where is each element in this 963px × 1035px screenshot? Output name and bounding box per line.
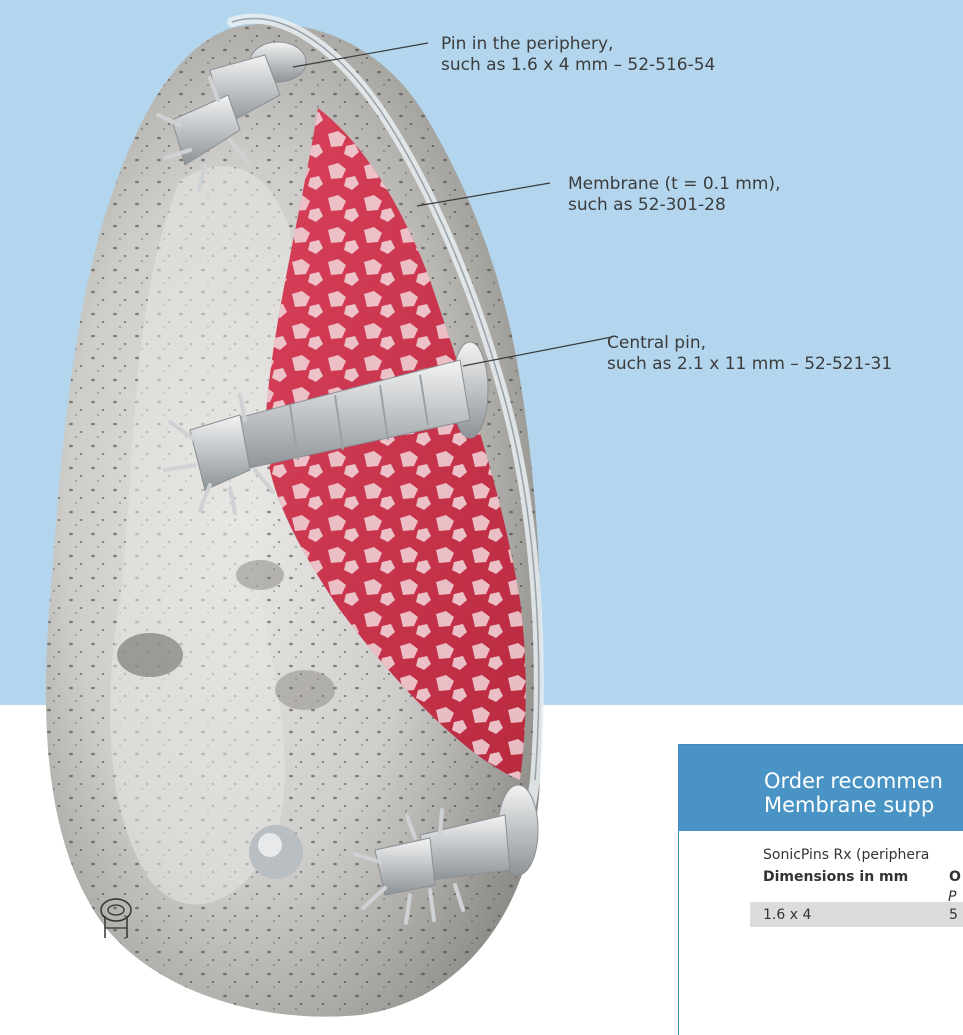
label-membrane-line2: such as 52-301-28 bbox=[568, 195, 726, 216]
table-cell-code: 5 bbox=[949, 906, 958, 924]
column-header-dimensions: Dimensions in mm bbox=[763, 868, 908, 886]
order-title-line2: Membrane supp bbox=[764, 793, 934, 817]
label-periphery-line1: Pin in the periphery, bbox=[441, 34, 613, 55]
order-header: Order recommen Membrane supp bbox=[679, 745, 963, 831]
product-name: SonicPins Rx (periphera bbox=[763, 846, 929, 864]
label-membrane-line1: Membrane (t = 0.1 mm), bbox=[568, 174, 780, 195]
order-title-line1: Order recommen bbox=[764, 769, 943, 793]
column-subheader: P bbox=[948, 888, 956, 906]
column-header-order: O bbox=[949, 868, 961, 886]
order-recommendation-box: Order recommen Membrane supp bbox=[678, 744, 963, 1035]
table-cell-dimension: 1.6 x 4 bbox=[763, 906, 811, 924]
label-periphery-line2: such as 1.6 x 4 mm – 52-516-54 bbox=[441, 55, 715, 76]
label-central-line2: such as 2.1 x 11 mm – 52-521-31 bbox=[607, 354, 892, 375]
label-central-line1: Central pin, bbox=[607, 333, 706, 354]
